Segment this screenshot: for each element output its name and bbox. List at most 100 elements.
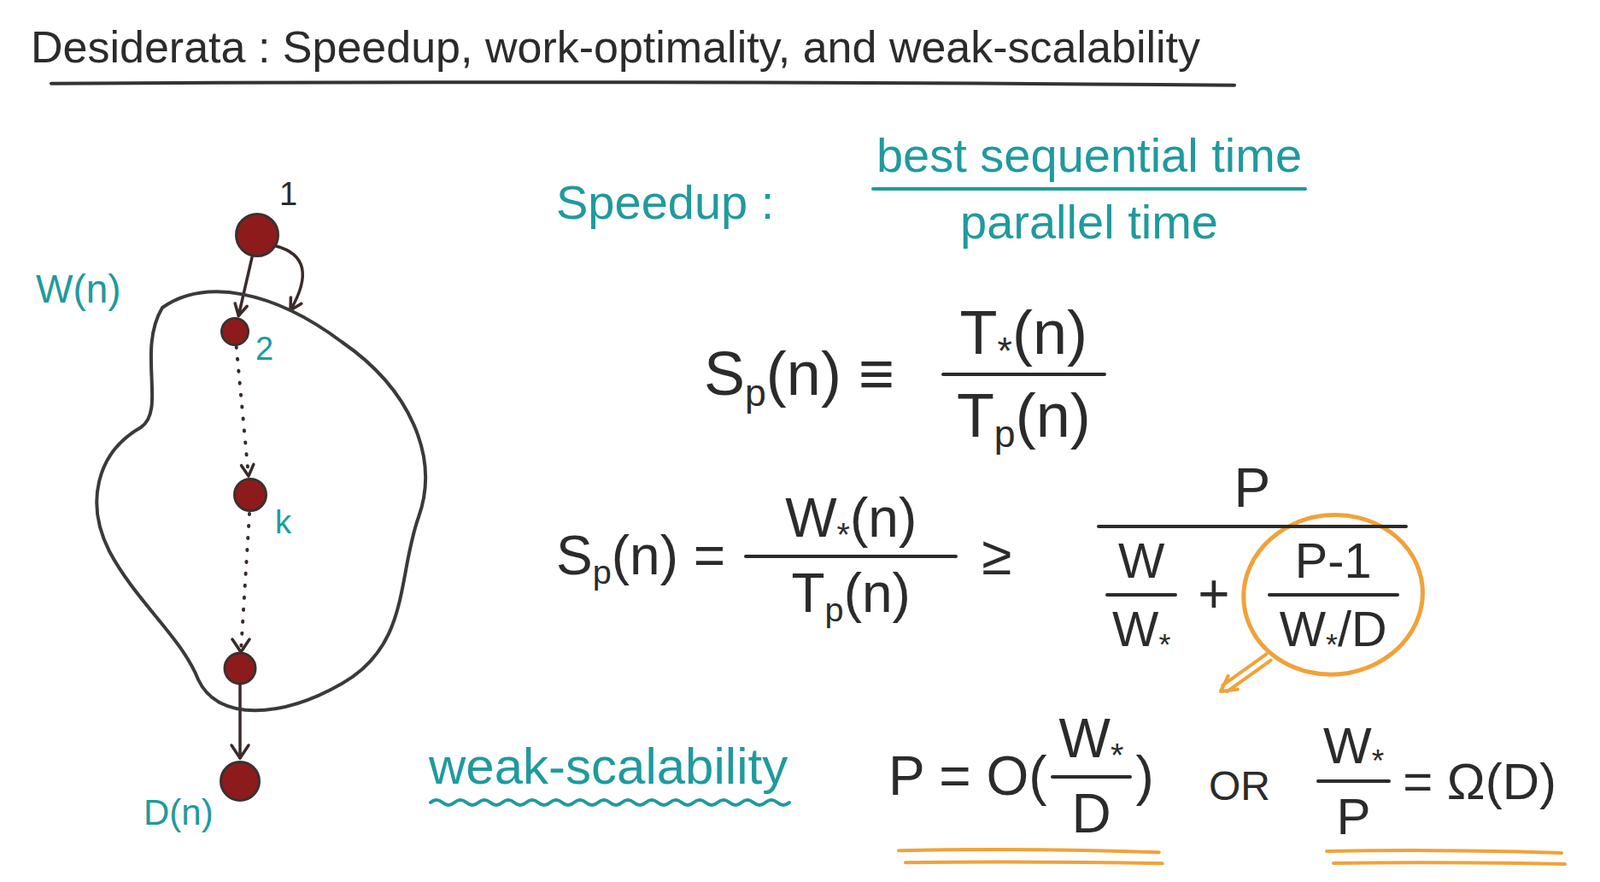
- dag-vertex: D(n): [219, 760, 261, 802]
- denominator: Tp(n): [941, 380, 1107, 452]
- formula-seq: Tp(n): [956, 380, 1091, 452]
- formula-text: T: [960, 297, 998, 369]
- formula-text: W: [1059, 707, 1111, 771]
- formula-seq: W*: [1323, 715, 1384, 775]
- formula-text: W: [785, 486, 837, 551]
- formula-row: P = O(W* D): [888, 707, 1155, 845]
- denominator: P: [1316, 786, 1391, 846]
- arrow-head: [241, 463, 254, 476]
- numerator: W: [1105, 532, 1178, 589]
- arrow-head: [290, 297, 302, 311]
- formula-text: weak-scalability: [428, 736, 788, 796]
- vertex-label: 2: [255, 330, 274, 369]
- double-underline: [1326, 849, 1565, 864]
- subscript: *: [837, 515, 850, 555]
- formula-text: W: [1118, 532, 1165, 589]
- formula-text: ): [1135, 744, 1154, 809]
- formula-seq: W*: [1112, 600, 1171, 657]
- formula-seq: parallel time: [960, 194, 1219, 250]
- formula-row: Sp(n) = W* (n)Tp(n) ≥: [556, 486, 1012, 625]
- dag-vertex: [224, 652, 256, 684]
- arrow-head: [234, 303, 247, 316]
- denominator: parallel time: [871, 194, 1307, 250]
- fraction-bar: [744, 554, 958, 558]
- formula-text: S: [556, 524, 593, 588]
- formula-text: S: [703, 338, 745, 410]
- denominator: D: [1050, 782, 1133, 846]
- fraction: W W*: [1105, 532, 1178, 657]
- formula-text: +: [1197, 562, 1230, 627]
- edge-arrow: [236, 346, 254, 476]
- dag-vertex: k: [233, 477, 268, 512]
- formula-text: T: [791, 562, 825, 626]
- arrow-head: [1220, 675, 1238, 692]
- formula-text: (n) =: [611, 524, 726, 588]
- formula-seq: W*/D: [1279, 600, 1388, 657]
- edge-line: [275, 246, 303, 311]
- formula-seq: T*(n): [960, 297, 1088, 369]
- formula-seq: +: [1177, 562, 1267, 627]
- formula-text: D: [1071, 782, 1111, 846]
- title-underline: [51, 82, 1235, 86]
- numerator: best sequential time: [871, 128, 1307, 183]
- edge-arrow: [275, 246, 303, 311]
- edge-arrow: [234, 257, 253, 316]
- formula-text: parallel time: [960, 194, 1219, 250]
- formula-text: W: [1323, 715, 1372, 775]
- formula-seq: W*: [1059, 707, 1125, 771]
- numerator: W*: [1050, 707, 1133, 771]
- subscript: *: [1325, 627, 1338, 663]
- formula-seq: Sp(n) ≡: [703, 338, 895, 410]
- fraction-bar: [1105, 592, 1178, 597]
- title: Desiderata : Speedup, work-optimality, a…: [30, 22, 1201, 74]
- arrow-head: [231, 744, 249, 758]
- speedup-label: Speedup :: [556, 175, 774, 230]
- formula-seq: P: [1233, 457, 1271, 521]
- title-box: Desiderata : Speedup, work-optimality, a…: [30, 22, 1201, 74]
- fraction: best sequential time parallel time: [871, 128, 1307, 251]
- fraction-bar: [941, 372, 1107, 376]
- fraction-bar: [1096, 524, 1408, 528]
- dotted-chain: [240, 513, 250, 651]
- formula-seq: = Ω(D): [1390, 751, 1557, 811]
- formula-text: best sequential time: [876, 128, 1302, 183]
- subscript: p: [592, 552, 612, 592]
- fraction-bar: [1267, 592, 1400, 597]
- formula-text: ≥: [981, 524, 1012, 588]
- formula-row: OR: [1208, 761, 1271, 809]
- denominator: Tp(n): [744, 562, 958, 626]
- fraction-bar: [1050, 774, 1133, 779]
- denominator: W*/D: [1267, 600, 1400, 657]
- denominator: W W* + P-1W*/D: [1096, 532, 1408, 657]
- fraction-bar: [871, 187, 1307, 191]
- formula-seq: weak-scalability: [428, 736, 788, 796]
- fraction: T*(n) Tp(n): [941, 297, 1107, 452]
- formula-seq: ): [1131, 744, 1154, 809]
- wavy-underline: [430, 799, 790, 805]
- formula-row: Speedup :: [556, 175, 774, 230]
- formula-text: (n) ≡: [766, 338, 895, 410]
- formula-text: P: [1336, 786, 1372, 846]
- formula-row: W* P = Ω(D): [1316, 715, 1557, 846]
- formula-text: P = O(: [888, 744, 1048, 809]
- vertex-label: W(n): [35, 266, 122, 312]
- formula-text: (n): [1015, 380, 1091, 452]
- formula-text: (n): [843, 562, 911, 626]
- vertex-label: 1: [279, 175, 298, 214]
- numerator: P-1: [1267, 532, 1400, 589]
- formula-text: P-1: [1295, 532, 1372, 589]
- numerator: T*(n): [941, 297, 1107, 369]
- fraction-bar: [1316, 779, 1391, 783]
- subscript: p: [825, 590, 844, 630]
- formula-text: OR: [1208, 761, 1271, 809]
- formula-text: = Ω(D): [1402, 751, 1557, 811]
- edge-line: [236, 346, 249, 476]
- numerator: W*: [1316, 715, 1391, 775]
- formula-text: P: [1233, 457, 1271, 521]
- formula-text: T: [956, 380, 995, 452]
- formula-seq: Speedup :: [556, 175, 774, 230]
- formula-seq: P: [1336, 786, 1372, 846]
- formula-seq: W: [1118, 532, 1165, 589]
- double-underline: [898, 849, 1163, 863]
- formula-seq: Tp(n): [791, 562, 910, 626]
